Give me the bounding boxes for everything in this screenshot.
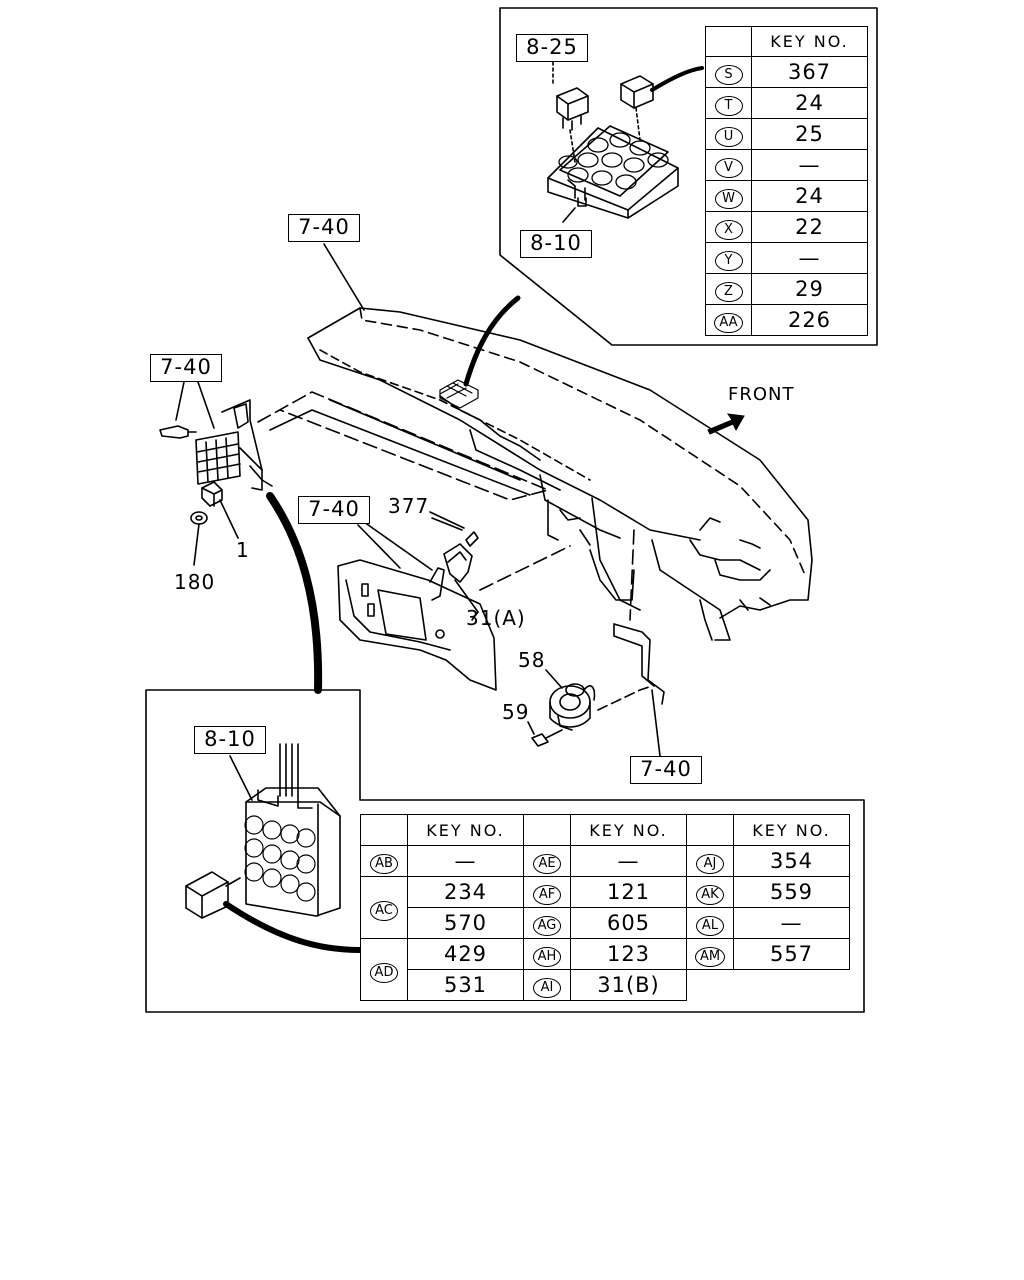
code-badge: V <box>714 158 743 178</box>
code-badge: U <box>714 127 743 147</box>
table-cell: 354 <box>733 845 850 877</box>
ref-box-7-40-left: 7-40 <box>150 354 222 382</box>
code-badge: AG <box>532 916 562 936</box>
code-badge: AL <box>696 916 724 936</box>
bottom-key-table: KEY NO. KEY NO. KEY NO. AB — AE — AJ 354… <box>360 814 850 1001</box>
ref-box-7-40-main: 7-40 <box>288 214 360 242</box>
table-cell: 605 <box>570 907 687 939</box>
table-cell: 25 <box>751 118 868 150</box>
code-badge: T <box>714 96 743 116</box>
code-badge: AB <box>370 854 398 874</box>
ref-box-7-40-bottom: 7-40 <box>630 756 702 784</box>
front-label: FRONT <box>728 384 795 405</box>
table-cell: 24 <box>751 87 868 119</box>
callout-58: 58 <box>518 648 546 672</box>
ref-box-8-10-top: 8-10 <box>520 230 592 258</box>
table-cell: 531 <box>407 969 524 1001</box>
leader-740-mid-a <box>357 524 401 569</box>
table-cell: 570 <box>407 907 524 939</box>
code-badge: AK <box>696 885 724 905</box>
callout-377: 377 <box>388 494 430 518</box>
part-58-horn <box>545 669 596 731</box>
code-badge: AM <box>694 947 726 967</box>
code-badge: W <box>714 189 743 209</box>
ref-box-8-25: 8-25 <box>516 34 588 62</box>
relay-block-sockets <box>558 132 669 190</box>
code-badge: AE <box>533 854 561 874</box>
table-cell: 31(B) <box>570 969 687 1001</box>
bottom-table-header-2: KEY NO. <box>570 814 687 846</box>
callout-59: 59 <box>502 700 530 724</box>
part-59-bolt <box>527 721 563 747</box>
top-key-table: KEY NO. S 367 T 24 U 25 V — W 24 X 22 Y — Z 29 A… <box>705 26 868 336</box>
part-1-clip <box>201 481 239 539</box>
left-bracket <box>159 399 273 491</box>
relay-block-inset <box>229 743 341 917</box>
ref-box-8-10-inset: 8-10 <box>194 726 266 754</box>
leader-lower <box>266 492 323 694</box>
part-180-nut <box>190 511 208 566</box>
ref-box-7-40-mid: 7-40 <box>298 496 370 524</box>
horn-bracket <box>597 529 665 757</box>
part-31a-bracket <box>429 511 571 613</box>
code-badge: AA <box>714 313 743 333</box>
dash-fuse-block <box>439 379 479 409</box>
relay-block-810 <box>547 125 679 223</box>
code-badge: Z <box>714 282 743 302</box>
instrument-panel <box>307 307 813 641</box>
table-cell: 226 <box>751 304 868 336</box>
table-cell: — <box>733 907 850 939</box>
table-cell: 29 <box>751 273 868 305</box>
code-badge: AF <box>533 885 561 905</box>
relay-inset-cube <box>185 871 363 953</box>
callout-180: 180 <box>174 570 216 594</box>
leader-top <box>463 295 521 387</box>
table-cell: — <box>407 845 524 877</box>
table-cell: 559 <box>733 876 850 908</box>
code-badge: AH <box>532 947 562 967</box>
table-cell: — <box>570 845 687 877</box>
table-cell: — <box>751 242 868 274</box>
table-cell: 429 <box>407 938 524 970</box>
leader-31a <box>471 611 479 621</box>
inset-sockets <box>244 815 316 902</box>
callout-31a: 31(A) <box>466 606 526 630</box>
code-badge: AD <box>369 962 399 983</box>
table-cell: 121 <box>570 876 687 908</box>
table-cell: — <box>751 149 868 181</box>
callout-1: 1 <box>236 538 250 562</box>
code-badge: AJ <box>696 854 724 874</box>
code-badge: X <box>714 220 743 240</box>
lower-center-panel <box>337 559 497 691</box>
leader-740-mid-b <box>363 521 433 571</box>
front-arrow-icon <box>707 413 745 435</box>
relay-top-right <box>620 66 704 141</box>
bottom-table-header-3: KEY NO. <box>733 814 850 846</box>
bottom-table-header-1: KEY NO. <box>407 814 524 846</box>
top-inset-frame <box>499 7 878 346</box>
table-cell: 22 <box>751 211 868 243</box>
lower-inset-frame <box>145 689 865 1013</box>
table-cell: 234 <box>407 876 524 908</box>
code-badge: AC <box>370 900 398 921</box>
code-badge: Y <box>714 251 743 271</box>
relay-825 <box>552 61 589 163</box>
leader-740-main <box>323 243 365 311</box>
leader-740-left <box>175 381 215 429</box>
top-table-header: KEY NO. <box>751 26 868 57</box>
table-cell: 123 <box>570 938 687 970</box>
table-cell: 557 <box>733 938 850 970</box>
table-cell: 367 <box>751 56 868 88</box>
table-cell: 24 <box>751 180 868 212</box>
crossmember <box>257 391 549 501</box>
code-badge: S <box>714 65 743 85</box>
code-badge: AI <box>533 978 561 998</box>
leader-377 <box>431 517 463 531</box>
